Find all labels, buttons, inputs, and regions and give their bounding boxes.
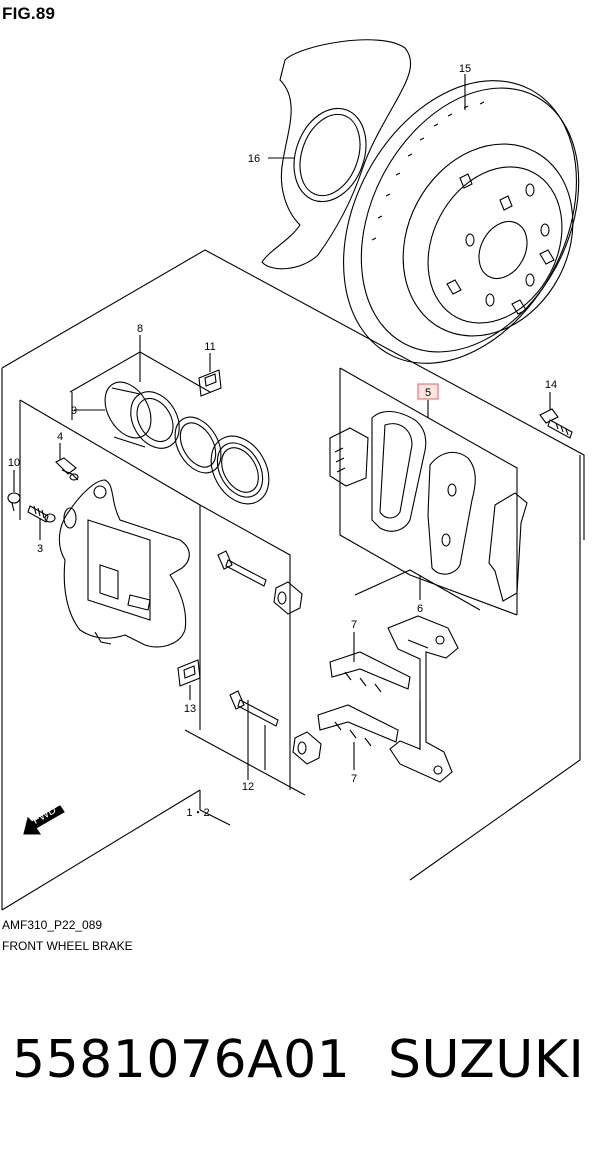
dust-shield-part-16 <box>261 39 412 270</box>
callout-4: 4 <box>57 431 63 443</box>
figure-title: FIG.89 <box>2 4 56 23</box>
bleeder-screw-part-4 <box>55 457 79 481</box>
caliper-piston-part-8 <box>104 381 180 449</box>
pad-clip-lower-part-7 <box>317 704 399 747</box>
callout-9: 9 <box>71 405 77 417</box>
leader-lines <box>13 74 551 780</box>
callout-14: 14 <box>545 379 557 391</box>
callout-11: 11 <box>204 341 215 353</box>
callout-3: 3 <box>37 543 43 555</box>
callout-7-lower: 7 <box>351 773 357 785</box>
guide-pin-lower <box>229 690 279 727</box>
callout-1-2: 1・2 <box>186 807 209 819</box>
callout-8: 8 <box>137 323 143 335</box>
caliper-mounting-bracket <box>387 615 459 783</box>
pad-shim <box>488 492 528 602</box>
figure-code: AMF310_P22_089 <box>2 918 103 932</box>
brake-pad-set-part-5 <box>329 410 476 575</box>
callout-6: 6 <box>417 603 423 615</box>
callout-10: 10 <box>8 457 20 469</box>
guide-pin-upper <box>217 550 267 587</box>
brand-name: SUZUKI <box>388 1030 585 1090</box>
figure-description: FRONT WHEEL BRAKE <box>2 939 133 953</box>
exploded-brake-diagram: 15 16 8 11 9 4 10 3 5 14 6 7 7 13 12 1・2… <box>1 39 585 911</box>
part-number: 5581076A01 <box>12 1030 351 1090</box>
callout-16: 16 <box>248 153 260 165</box>
piston-dust-boot <box>210 435 270 505</box>
assembly-frame-lines <box>1 249 585 911</box>
guide-pin-boot-lower <box>292 731 322 765</box>
clip-part-13 <box>177 659 201 687</box>
callout-13: 13 <box>184 703 196 715</box>
bolt-part-3 <box>27 505 56 523</box>
guide-pin-boot-upper <box>273 581 303 615</box>
forward-direction-arrow <box>23 805 65 835</box>
bolt-part-14 <box>539 408 573 439</box>
callout-15: 15 <box>459 63 471 75</box>
brake-disc-part-15 <box>343 80 580 364</box>
bleeder-cap-part-10 <box>7 492 21 512</box>
highlight-box-part-5 <box>417 383 439 400</box>
caliper-body <box>58 479 190 648</box>
piston-seal-ring <box>174 416 222 474</box>
clip-part-11 <box>198 369 222 397</box>
pad-clip-upper-part-7 <box>329 651 411 693</box>
callout-5: 5 <box>425 387 431 399</box>
callout-12: 12 <box>242 781 254 793</box>
callout-7-upper: 7 <box>351 619 357 631</box>
